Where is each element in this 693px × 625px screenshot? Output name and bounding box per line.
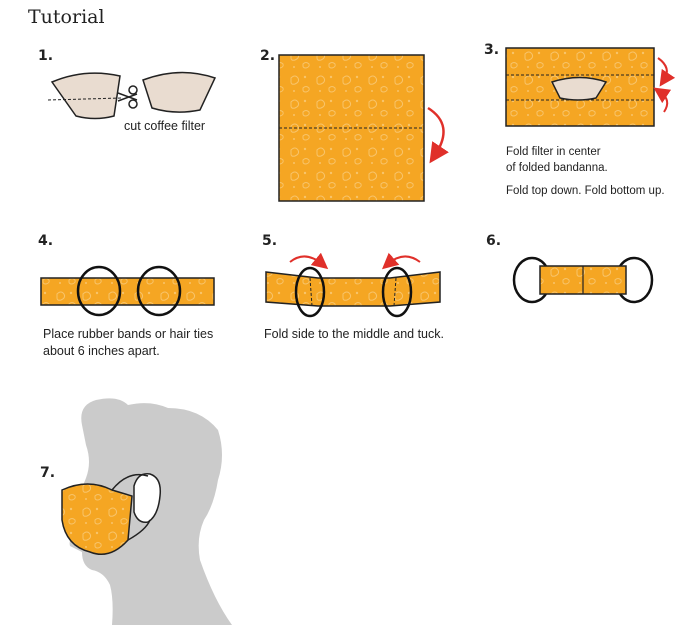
step-6-number: 6. — [486, 233, 502, 249]
fold-down-arrow-icon — [657, 57, 676, 87]
step7-illustration — [61, 398, 232, 625]
step-1-caption: cut coffee filter — [124, 119, 206, 133]
step1-illustration — [47, 71, 217, 120]
step-3-caption-line-1: Fold filter in center — [506, 146, 601, 158]
step-3-caption-line-2: of folded bandanna. — [506, 162, 608, 174]
coffee-filter — [550, 76, 608, 101]
face-mask — [61, 483, 133, 555]
fold-up-arrow-icon — [653, 87, 672, 113]
step5-illustration — [265, 252, 441, 318]
step3-illustration — [505, 47, 676, 127]
step-5-number: 5. — [262, 233, 278, 249]
fold-arrow-icon — [427, 106, 449, 164]
step-7-number: 7. — [40, 465, 56, 481]
coffee-filter-left — [50, 72, 121, 120]
rubber-band-right — [136, 265, 182, 317]
rubber-band-left — [76, 265, 122, 317]
scissors-icon — [117, 85, 138, 109]
step-4-number: 4. — [38, 233, 54, 249]
step-1-number: 1. — [38, 48, 54, 64]
page-title: Tutorial — [28, 6, 105, 28]
step-2-number: 2. — [260, 48, 276, 64]
step-4-caption-line-1: Place rubber bands or hair ties — [43, 327, 214, 341]
step4-illustration — [40, 265, 215, 317]
fabric-strip-folding — [265, 271, 441, 307]
step-3-caption-line-3: Fold top down. Fold bottom up. — [506, 185, 665, 197]
step-4-caption-line-2: about 6 inches apart. — [43, 344, 160, 358]
step6-illustration — [512, 256, 654, 304]
fabric-strip — [40, 277, 215, 306]
fold-left-arrow-icon — [381, 252, 421, 270]
step-5-caption: Fold side to the middle and tuck. — [264, 327, 444, 341]
step2-illustration — [278, 54, 449, 202]
rubber-band-left — [294, 266, 326, 318]
coffee-filter-right — [142, 71, 217, 113]
ear-shape — [133, 473, 162, 524]
fold-right-arrow-icon — [289, 252, 329, 270]
step-3-number: 3. — [484, 42, 500, 58]
